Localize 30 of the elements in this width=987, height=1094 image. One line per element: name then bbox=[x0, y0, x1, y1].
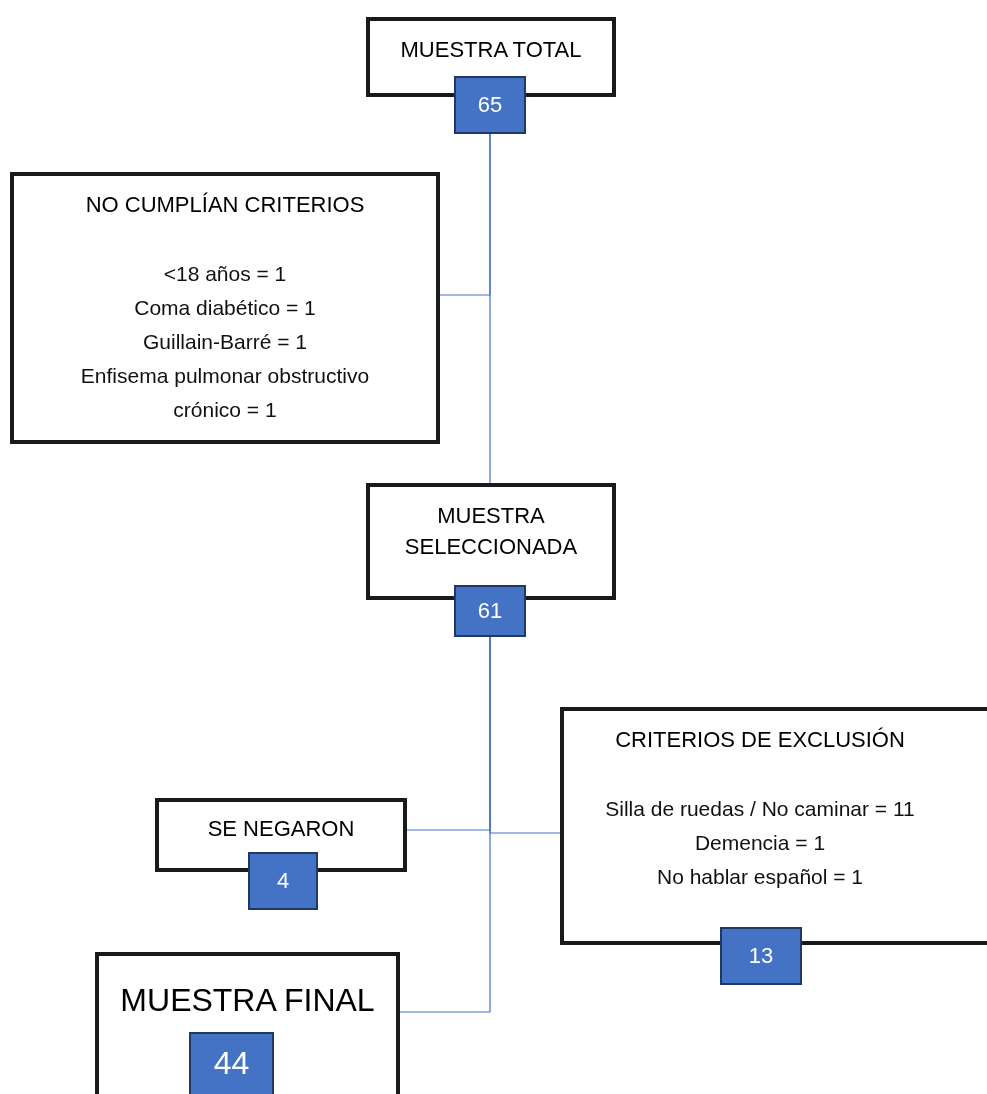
count-box bbox=[454, 585, 526, 637]
stage-box bbox=[560, 707, 987, 945]
count-value: 44 bbox=[213, 1044, 250, 1082]
criteria-item: <18 años = 1 bbox=[163, 260, 287, 287]
criteria-item: No hablar español = 1 bbox=[656, 863, 864, 890]
criteria-item: Silla de ruedas / No caminar = 11 bbox=[605, 795, 915, 822]
criteria-item: Coma diabético = 1 bbox=[134, 294, 316, 321]
criteria-item: Demencia = 1 bbox=[694, 829, 826, 856]
count-value: 13 bbox=[748, 943, 774, 969]
criteria-item: Guillain-Barré = 1 bbox=[143, 328, 307, 355]
stage-box bbox=[366, 17, 616, 97]
stage-box bbox=[10, 172, 440, 444]
stage-heading: MUESTRA SELECCIONADA bbox=[403, 502, 579, 561]
connector-line bbox=[439, 133, 491, 296]
count-value: 4 bbox=[276, 868, 290, 894]
stage-box bbox=[366, 483, 616, 600]
count-value: 65 bbox=[477, 92, 503, 118]
connector-line bbox=[399, 636, 491, 1013]
count-box bbox=[248, 852, 318, 910]
stage-heading: MUESTRA FINAL bbox=[119, 981, 376, 1020]
count-value: 61 bbox=[477, 598, 503, 624]
stage-heading: NO CUMPLÍAN CRITERIOS bbox=[84, 191, 366, 219]
stage-heading: CRITERIOS DE EXCLUSIÓN bbox=[614, 726, 906, 754]
stage-heading: SE NEGARON bbox=[206, 815, 356, 843]
stage-box bbox=[155, 798, 407, 872]
count-box bbox=[720, 927, 802, 985]
count-box bbox=[189, 1032, 274, 1094]
count-box bbox=[454, 76, 526, 134]
stage-heading: MUESTRA TOTAL bbox=[399, 36, 583, 64]
criteria-item: Enfisema pulmonar obstructivo crónico = 1 bbox=[79, 362, 371, 423]
